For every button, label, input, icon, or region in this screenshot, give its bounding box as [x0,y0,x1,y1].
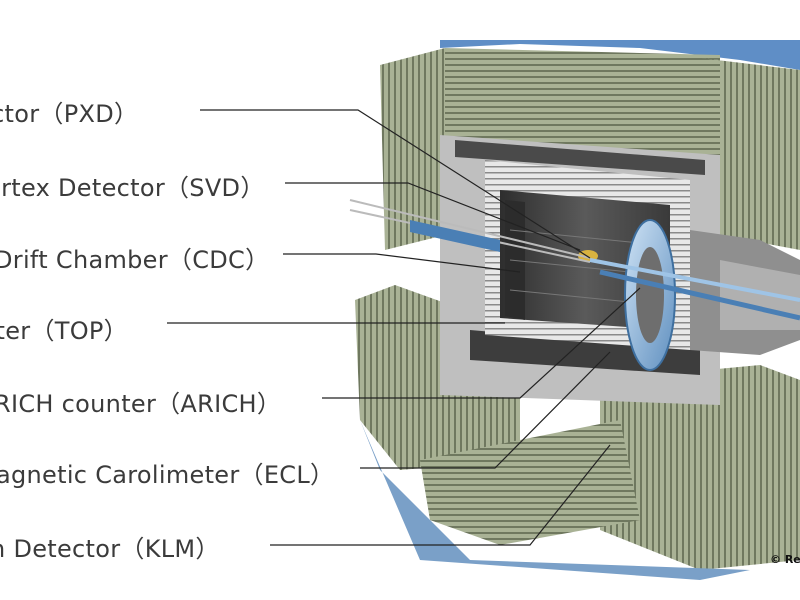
leader-line-klm [270,444,611,546]
label-cdc: Drift Chamber（CDC） [0,246,270,274]
copyright-notice: © Re [770,553,800,566]
inner-detector [440,135,800,405]
label-pxd: ector（PXD） [0,100,139,128]
label-ecl: agnetic Carolimeter（ECL） [0,461,335,489]
label-arich: RICH counter（ARICH） [0,390,282,418]
leader-lines [167,109,641,546]
leader-line-ecl [360,351,611,469]
beam-pipes [349,199,800,321]
leader-line-arich [322,287,641,399]
label-klm: n Detector（KLM） [0,535,220,563]
leader-line-svd [285,182,581,251]
label-svd: ertex Detector（SVD） [0,174,265,202]
label-top: nter（TOP） [0,317,128,345]
leader-line-pxd [200,109,591,259]
leader-line-cdc [283,253,521,273]
